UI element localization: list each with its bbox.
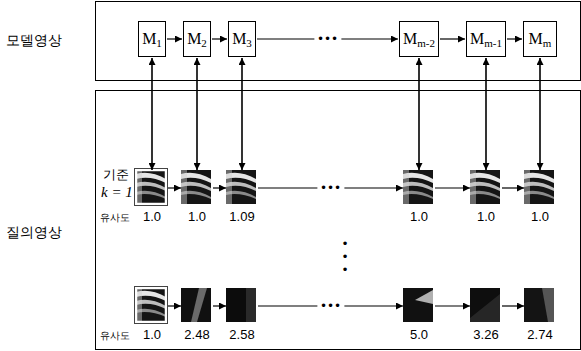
label-main: M (470, 30, 484, 47)
similarity-title: 유사도 (100, 329, 130, 343)
query-image-box: 1.0 (404, 171, 434, 205)
match-arrow (241, 58, 243, 170)
label-subscript: 2 (201, 37, 207, 49)
query-image-box: 기준k = 11.0 (137, 171, 167, 205)
match-arrow (418, 58, 420, 170)
similarity-title: 유사도 (100, 211, 130, 225)
match-arrow (539, 58, 541, 170)
query-image (226, 288, 256, 322)
match-arrow (196, 58, 198, 170)
model-image-box: M3 (228, 21, 256, 57)
sequence-arrow (168, 187, 181, 188)
label-subscript: m (543, 37, 552, 49)
sequence-arrow (213, 305, 226, 306)
similarity-value: 1.0 (477, 209, 495, 224)
label-subscript: m-1 (484, 37, 502, 49)
similarity-value: 3.26 (473, 327, 498, 342)
query-image-box: 1.0 (525, 171, 555, 205)
query-image-box: 2.48 (182, 289, 212, 323)
label-main: M (403, 30, 417, 47)
reference-frame (135, 169, 168, 206)
panel-title: 모델영상 (6, 32, 62, 50)
query-image (470, 170, 500, 204)
sequence-arrow (212, 38, 227, 39)
reference-label: 기준 (103, 166, 129, 184)
model-image-box: Mm (523, 21, 557, 57)
label-main: M (142, 30, 156, 47)
model-image-box: M1 (138, 21, 166, 57)
label-main: M (529, 30, 543, 47)
sequence-arrow (435, 305, 470, 306)
model-label: M2 (187, 31, 207, 47)
sequence-arrow (440, 38, 465, 39)
similarity-value: 2.74 (527, 327, 552, 342)
query-image-box: 1.0 (137, 289, 167, 323)
reference-frame (137, 171, 166, 204)
ellipsis-mark: ••• (317, 299, 344, 313)
query-image (181, 288, 211, 322)
model-image-box: M2 (183, 21, 211, 57)
sequence-arrow (502, 305, 524, 306)
model-label: Mm-2 (403, 31, 435, 47)
k-label: k = 1 (101, 184, 133, 201)
label-main: M (232, 30, 246, 47)
similarity-value: 2.58 (229, 327, 254, 342)
sequence-arrow (168, 305, 181, 306)
ellipsis-mark: ••• (317, 181, 344, 195)
query-image (403, 288, 433, 322)
query-image (524, 170, 554, 204)
sequence-arrow (502, 187, 524, 188)
query-image-box: 3.26 (471, 289, 501, 323)
query-image-box: 1.0 (182, 171, 212, 205)
similarity-value: 5.0 (410, 327, 428, 342)
sequence-arrow (167, 38, 182, 39)
reference-frame (137, 289, 166, 322)
similarity-value: 1.0 (410, 209, 428, 224)
model-label: M1 (142, 31, 162, 47)
similarity-value: 1.0 (143, 327, 161, 342)
sequence-arrow (213, 187, 226, 188)
similarity-value: 1.09 (229, 209, 254, 224)
query-image (524, 288, 554, 322)
query-image-box: 2.58 (227, 289, 257, 323)
label-main: M (187, 30, 201, 47)
sequence-arrow (507, 38, 522, 39)
panel-title: 질의영상 (6, 224, 62, 242)
reference-frame (135, 287, 168, 324)
label-subscript: 1 (156, 37, 162, 49)
query-image-box: 1.0 (471, 171, 501, 205)
label-subscript: 3 (246, 37, 252, 49)
query-image-box: 5.0 (404, 289, 434, 323)
match-arrow (151, 58, 153, 170)
similarity-value: 2.48 (184, 327, 209, 342)
model-image-box: Mm-2 (399, 21, 439, 57)
similarity-value: 1.0 (188, 209, 206, 224)
query-image-box: 2.74 (525, 289, 555, 323)
query-image (226, 170, 256, 204)
query-image-box: 1.09 (227, 171, 257, 205)
query-image (136, 288, 166, 322)
sequence-arrow (435, 187, 470, 188)
ellipsis-mark: ••• (314, 32, 341, 46)
query-image (470, 288, 500, 322)
ellipsis-mark: ••• (339, 238, 351, 278)
model-label: Mm (529, 31, 552, 47)
query-image (403, 170, 433, 204)
model-label: Mm-1 (470, 31, 502, 47)
model-label: M3 (232, 31, 252, 47)
query-image (136, 170, 166, 204)
match-arrow (485, 58, 487, 170)
model-image-box: Mm-1 (466, 21, 506, 57)
similarity-value: 1.0 (531, 209, 549, 224)
label-subscript: m-2 (417, 37, 435, 49)
query-image (181, 170, 211, 204)
similarity-value: 1.0 (143, 209, 161, 224)
